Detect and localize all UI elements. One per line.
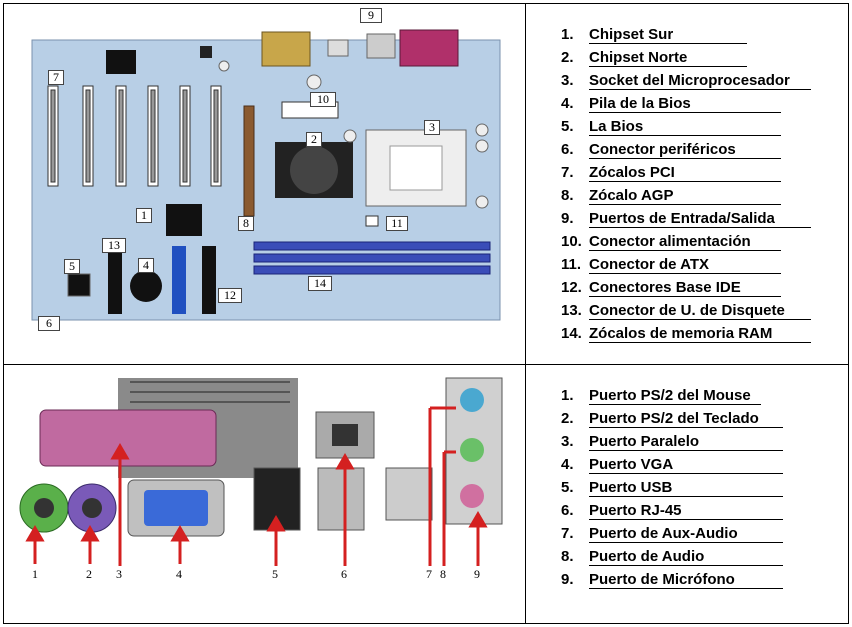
list-item: 9.Puerto de Micrófono bbox=[561, 571, 783, 594]
list-item: 13.Conector de U. de Disquete bbox=[561, 302, 811, 325]
callout-12: 12 bbox=[218, 288, 242, 303]
list-item: 8.Puerto de Audio bbox=[561, 548, 783, 571]
list-item: 12.Conectores Base IDE bbox=[561, 279, 811, 302]
list-item: 7.Zócalos PCI bbox=[561, 164, 811, 187]
callout-11: 11 bbox=[386, 216, 408, 231]
port-label-7: 7 bbox=[426, 567, 432, 581]
list-item: 7.Puerto de Aux-Audio bbox=[561, 525, 783, 548]
list-item: 8.Zócalo AGP bbox=[561, 187, 811, 210]
row-divider bbox=[3, 364, 849, 365]
list-item: 3.Puerto Paralelo bbox=[561, 433, 783, 456]
callout-3: 3 bbox=[424, 120, 440, 135]
list-item: 2.Puerto PS/2 del Teclado bbox=[561, 410, 783, 433]
callout-5: 5 bbox=[64, 259, 80, 274]
ports-list: 1.Puerto PS/2 del Mouse 2.Puerto PS/2 de… bbox=[561, 387, 783, 594]
list-item: 6.Conector periféricos bbox=[561, 141, 811, 164]
list-item: 5.Puerto USB bbox=[561, 479, 783, 502]
port-label-1: 1 bbox=[32, 567, 38, 581]
port-label-9: 9 bbox=[474, 567, 480, 581]
list-item: 9.Puertos de Entrada/Salida bbox=[561, 210, 811, 233]
port-label-4: 4 bbox=[176, 567, 182, 581]
table-border bbox=[3, 3, 849, 624]
ports-figure: 1 2 3 4 5 6 7 8 9 bbox=[10, 372, 520, 620]
list-item: 11.Conector de ATX bbox=[561, 256, 811, 279]
callout-8: 8 bbox=[238, 216, 254, 231]
list-item: 10.Conector alimentación bbox=[561, 233, 811, 256]
port-label-2: 2 bbox=[86, 567, 92, 581]
callout-7: 7 bbox=[48, 70, 64, 85]
list-item: 3.Socket del Microprocesador bbox=[561, 72, 811, 95]
list-item: 2.Chipset Norte bbox=[561, 49, 811, 72]
port-label-6: 6 bbox=[341, 567, 347, 581]
callout-4: 4 bbox=[138, 258, 154, 273]
motherboard-diagram bbox=[31, 29, 501, 321]
callout-6: 6 bbox=[38, 316, 60, 331]
callout-1: 1 bbox=[136, 208, 152, 223]
port-label-3: 3 bbox=[116, 567, 122, 581]
list-item: 5.La Bios bbox=[561, 118, 811, 141]
list-item: 1.Chipset Sur bbox=[561, 26, 811, 49]
callout-2: 2 bbox=[306, 132, 322, 147]
list-item: 4.Pila de la Bios bbox=[561, 95, 811, 118]
callout-14: 14 bbox=[308, 276, 332, 291]
list-item: 14.Zócalos de memoria RAM bbox=[561, 325, 811, 348]
motherboard-components-list: 1.Chipset Sur 2.Chipset Norte 3.Socket d… bbox=[561, 26, 811, 348]
motherboard-figure: 1 2 3 4 5 6 7 8 9 10 11 12 13 14 bbox=[10, 6, 520, 362]
list-item: 1.Puerto PS/2 del Mouse bbox=[561, 387, 783, 410]
callout-13: 13 bbox=[102, 238, 126, 253]
ports-diagram bbox=[19, 377, 503, 566]
port-label-5: 5 bbox=[272, 567, 278, 581]
port-label-8: 8 bbox=[440, 567, 446, 581]
callout-9: 9 bbox=[360, 8, 382, 23]
callout-10: 10 bbox=[310, 92, 336, 107]
list-item: 4.Puerto VGA bbox=[561, 456, 783, 479]
column-divider bbox=[525, 3, 526, 624]
list-item: 6.Puerto RJ-45 bbox=[561, 502, 783, 525]
